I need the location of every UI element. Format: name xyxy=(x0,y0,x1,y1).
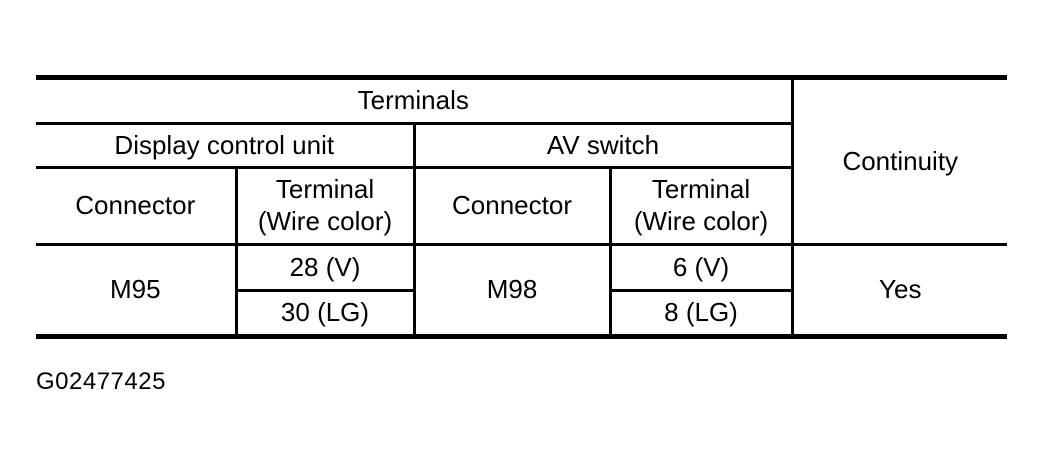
cell-terminal-av-top: 6 (V) xyxy=(608,243,794,292)
cell-terminal-av-bottom: 8 (LG) xyxy=(608,289,792,338)
header-terminals: Terminals xyxy=(36,76,794,125)
cell-continuity-result: Yes xyxy=(790,243,1007,338)
table-row: Connector Terminal (Wire color) Connecto… xyxy=(36,166,1007,246)
header-av-switch: AV switch xyxy=(412,122,792,169)
header-continuity: Continuity xyxy=(790,76,1007,246)
header-connector-display: Connector xyxy=(36,166,238,246)
cell-terminal-display-bottom: 30 (LG) xyxy=(236,289,416,338)
figure-id-caption: G02477425 xyxy=(36,368,166,395)
cell-terminal-display-top: 28 (V) xyxy=(234,243,416,292)
continuity-check-table: Terminals Continuity Display control uni… xyxy=(36,75,1007,339)
header-display-control-unit: Display control unit xyxy=(36,122,416,169)
table-row: Display control unit AV switch xyxy=(36,122,1007,169)
table-row: 30 (LG) 8 (LG) xyxy=(36,289,1007,338)
cell-connector-display: M95 xyxy=(36,243,238,338)
table-row: M95 28 (V) M98 6 (V) Yes xyxy=(36,243,1007,338)
cell-connector-av: M98 xyxy=(412,243,612,338)
table-row: Terminals Continuity xyxy=(36,76,1007,246)
header-terminal-wire-color-av: Terminal (Wire color) xyxy=(608,166,792,246)
header-connector-av: Connector xyxy=(412,166,612,246)
header-terminal-wire-color-display: Terminal (Wire color) xyxy=(234,166,416,246)
